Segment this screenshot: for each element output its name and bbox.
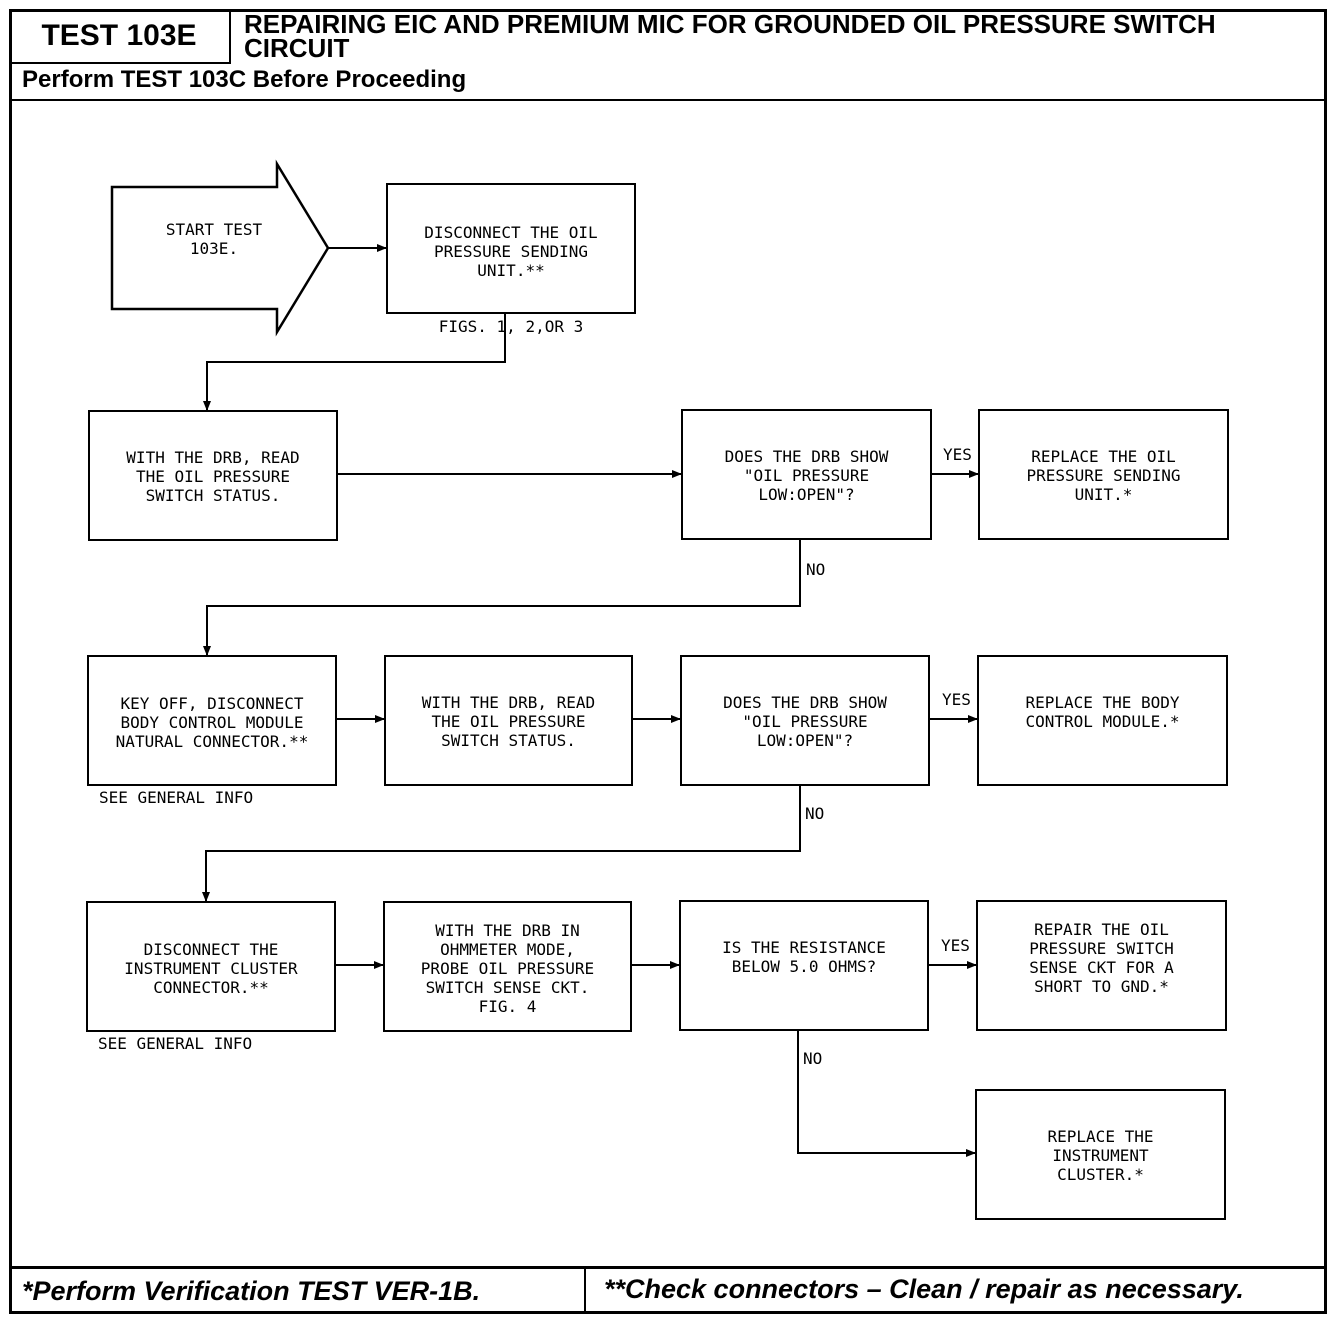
yes-label-2: YES — [942, 690, 971, 709]
read-status-box-2: WITH THE DRB, READ THE OIL PRESSURE SWIT… — [384, 655, 633, 786]
footer-separator — [584, 1266, 586, 1314]
page-title: REPAIRING EIC AND PREMIUM MIC FOR GROUND… — [244, 9, 1216, 63]
no-label-2: NO — [805, 804, 825, 823]
start-arrow-shape — [110, 159, 330, 337]
connector-decision3-no — [797, 1030, 976, 1157]
replace-cluster-box: REPLACE THE INSTRUMENT CLUSTER.* — [975, 1089, 1226, 1220]
disconnect-sender-box: DISCONNECT THE OIL PRESSURE SENDING UNIT… — [386, 183, 636, 336]
footer-divider — [9, 1266, 1327, 1269]
footer-note-verification: *Perform Verification TEST VER-1B. — [22, 1276, 481, 1306]
disconnect-bcm-box: KEY OFF, DISCONNECT BODY CONTROL MODULE … — [87, 655, 337, 807]
start-node-label: START TEST 103E. — [165, 220, 263, 258]
connector-decision1-no — [203, 540, 801, 656]
repair-short-box: REPAIR THE OIL PRESSURE SWITCH SENSE CKT… — [976, 900, 1227, 1031]
disconnect-cluster-text: DISCONNECT THE INSTRUMENT CLUSTER CONNEC… — [124, 940, 298, 997]
disconnect-sender-text: DISCONNECT THE OIL PRESSURE SENDING UNIT… — [424, 223, 598, 280]
no-label-1: NO — [806, 560, 826, 579]
disconnect-cluster-ref: SEE GENERAL INFO — [98, 1034, 253, 1053]
replace-sender-box: REPLACE THE OIL PRESSURE SENDING UNIT.* — [978, 409, 1229, 540]
disconnect-bcm-text: KEY OFF, DISCONNECT BODY CONTROL MODULE … — [115, 694, 309, 751]
replace-bcm-box: REPLACE THE BODY CONTROL MODULE.* — [977, 655, 1228, 786]
yes-label-3: YES — [941, 936, 970, 955]
connector-disconnect-to-read1 — [203, 314, 506, 411]
yes-label-1: YES — [943, 445, 972, 464]
disconnect-bcm-ref: SEE GENERAL INFO — [99, 788, 254, 807]
page-subtitle: Perform TEST 103C Before Proceeding — [22, 66, 467, 93]
connector-decision2-no — [202, 785, 801, 902]
header-divider — [9, 99, 1327, 101]
test-id: TEST 103E — [9, 9, 231, 64]
no-label-3: NO — [803, 1049, 823, 1068]
footer-note-connectors: **Check connectors – Clean / repair as n… — [604, 1274, 1244, 1304]
disconnect-cluster-box: DISCONNECT THE INSTRUMENT CLUSTER CONNEC… — [86, 901, 336, 1053]
ohmmeter-box: WITH THE DRB IN OHMMETER MODE, PROBE OIL… — [383, 901, 632, 1032]
decision-box-3: IS THE RESISTANCE BELOW 5.0 OHMS? — [679, 900, 929, 1031]
decision-box-1: DOES THE DRB SHOW "OIL PRESSURE LOW:OPEN… — [681, 409, 932, 540]
disconnect-sender-ref: FIGS. 1, 2,OR 3 — [438, 317, 584, 336]
decision-box-2: DOES THE DRB SHOW "OIL PRESSURE LOW:OPEN… — [680, 655, 930, 786]
read-status-box-1: WITH THE DRB, READ THE OIL PRESSURE SWIT… — [88, 410, 338, 541]
diagram-frame — [9, 9, 1327, 1314]
